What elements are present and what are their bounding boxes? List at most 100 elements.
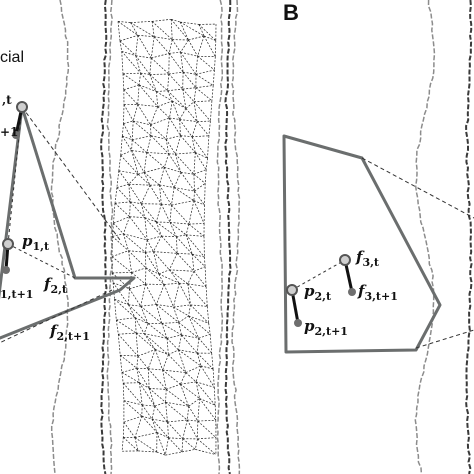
mesh-edge (143, 323, 149, 334)
mesh-edge (165, 402, 168, 423)
mesh-edge (187, 419, 198, 422)
mesh-edge (123, 415, 142, 423)
mesh-edge (154, 349, 163, 371)
mesh-edge (148, 368, 163, 371)
mesh-edge (178, 315, 189, 323)
mesh-edge (173, 172, 182, 188)
mesh-edge (135, 55, 152, 59)
dashed-connector (7, 243, 76, 279)
mesh-edge (197, 55, 216, 58)
mesh-edge (139, 382, 156, 407)
mesh-edge (176, 236, 178, 254)
mesh-edge (193, 169, 207, 175)
mesh-edge (128, 250, 146, 253)
mesh-edge (153, 251, 160, 275)
dashed-connector (7, 106, 23, 245)
mesh-edge (195, 69, 215, 75)
mesh-edge (175, 153, 182, 173)
mesh-edge (136, 332, 145, 334)
mesh-edge (159, 184, 162, 205)
mesh-edge (121, 372, 124, 384)
mesh-edge (122, 383, 125, 401)
mesh-edge (181, 334, 199, 339)
mesh-edge (208, 323, 211, 335)
mesh-edge (182, 438, 196, 450)
mesh-edge (141, 415, 158, 433)
mesh-edge (186, 419, 198, 440)
mesh-edge (155, 221, 162, 237)
mesh-edge (165, 139, 176, 155)
mesh-edge (190, 304, 208, 307)
mesh-edge (123, 233, 146, 253)
mesh-edge (148, 388, 166, 403)
mesh-edge (162, 369, 167, 390)
mesh-edge (119, 354, 138, 369)
mesh-edge (121, 367, 137, 373)
mesh-edge (186, 234, 205, 237)
panel-a: cial ,t +1 p1,t 1,t+1 f2,t f2,t+1 (0, 49, 136, 344)
mesh-edge (143, 152, 148, 173)
mesh-edge (150, 106, 159, 125)
mesh-edge (185, 101, 195, 109)
mesh-edge (168, 71, 184, 75)
mesh-edge (188, 304, 191, 316)
mesh-edge (182, 88, 195, 102)
mesh-edge (169, 117, 181, 136)
mesh-edge (180, 172, 195, 192)
mesh-edge (180, 21, 199, 25)
mesh-edge (156, 304, 174, 308)
mesh-edge (169, 269, 180, 284)
mesh-edge (154, 401, 166, 407)
mesh-edge (214, 56, 216, 71)
mesh-edge (113, 216, 130, 224)
mesh-edge (168, 253, 178, 270)
mesh-edge (165, 389, 189, 407)
mesh-edge (179, 119, 198, 122)
label-f3t1: f3,t+1 (357, 282, 398, 303)
track-line (414, 0, 436, 474)
mesh-edge (150, 124, 167, 140)
mesh-edge (199, 398, 217, 421)
mesh-edge (156, 432, 169, 439)
mesh-edge (200, 365, 214, 370)
mesh-edge (135, 35, 139, 56)
mesh-edge (169, 205, 172, 223)
mesh-edge (140, 203, 146, 218)
mesh-edge (134, 317, 137, 334)
mesh-edge (168, 53, 184, 73)
mesh-edge (130, 22, 139, 36)
label-f3t: f3,t (355, 248, 380, 269)
mesh-edge (136, 367, 149, 370)
mesh-edge (191, 121, 198, 137)
mesh-edge (158, 273, 180, 284)
mesh-edge (185, 365, 202, 373)
mesh-edge (136, 368, 140, 383)
mesh-edge (121, 123, 124, 137)
mesh-edge (180, 381, 197, 385)
mesh-edge (129, 288, 141, 307)
mesh-edge (187, 271, 195, 284)
mesh-edge (185, 372, 197, 383)
mesh-edge (151, 135, 167, 140)
mesh-edge (116, 183, 129, 188)
mesh-edge (112, 233, 124, 237)
feature-point (2, 238, 14, 250)
mesh-edge (118, 170, 130, 185)
mesh-edge (171, 204, 190, 225)
mesh-edge (129, 216, 145, 218)
mesh-edge (131, 150, 147, 153)
panel-b-letter: B (283, 0, 299, 25)
mesh-edge (198, 333, 211, 339)
track-line (106, 0, 114, 474)
mesh-edge (195, 152, 207, 170)
dashed-connector (415, 329, 474, 349)
mesh-edge (198, 24, 205, 37)
mesh-edge (191, 136, 208, 159)
mesh-edge (185, 108, 198, 122)
mesh-edge (143, 172, 160, 186)
mesh-edge (122, 135, 133, 141)
mesh-edge (131, 139, 133, 151)
mesh-edge (128, 250, 132, 273)
mesh-edge (181, 438, 184, 452)
mesh-edge (130, 201, 142, 205)
